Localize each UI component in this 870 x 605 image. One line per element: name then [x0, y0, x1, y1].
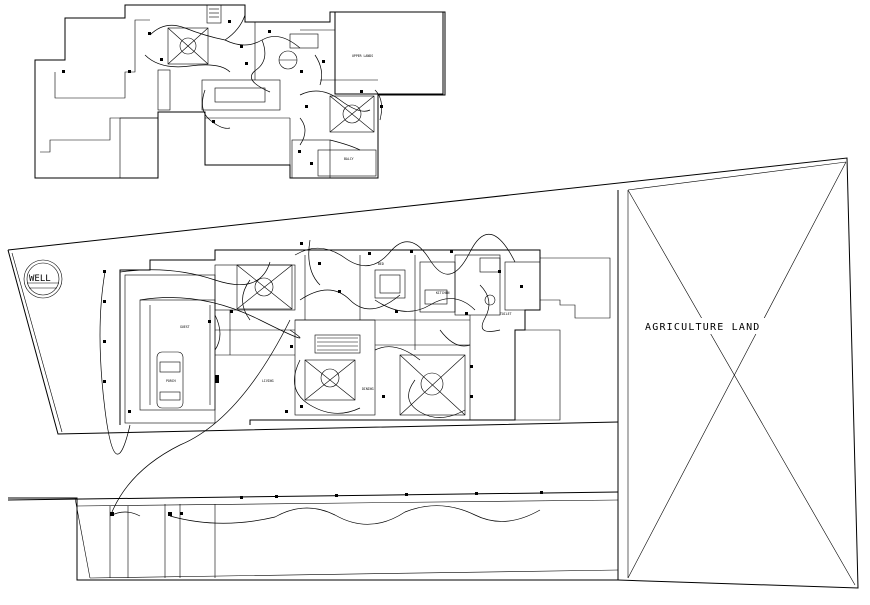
upper-fan-2	[278, 50, 298, 70]
car-porch	[139, 299, 216, 411]
upper-fan-1	[167, 27, 209, 65]
living-label: LIVING	[262, 379, 274, 383]
upper-fan-3	[329, 95, 375, 133]
upper-plan-room-label: UPPER LANDS	[352, 54, 373, 58]
agriculture-land-label: AGRICULTURE LAND	[645, 322, 761, 333]
upper-plan-outline	[34, 4, 446, 179]
toilet-label: TOILET	[500, 312, 512, 316]
agriculture-land-parcel: AGRICULTURE LAND	[617, 161, 856, 586]
dining-label: DINING	[362, 387, 374, 391]
site-switch-points	[103, 242, 543, 516]
site-plan: AGRICULTURE LAND WELL	[7, 157, 859, 589]
upper-plan-balcony-label: BALCY	[344, 157, 354, 161]
porch-label: PORCH	[166, 379, 176, 383]
site-wiring	[99, 234, 541, 578]
guest-label: GUEST	[180, 325, 190, 329]
upper-floor-plan: UPPER LANDS BALCY	[34, 4, 446, 179]
upper-switch-points	[62, 20, 383, 165]
well-label: WELL	[29, 274, 51, 284]
well-symbol: WELL	[23, 259, 63, 299]
upper-plan-left-wall	[54, 19, 150, 99]
bed-label: BED	[378, 262, 384, 266]
upper-plan-big-room	[334, 11, 444, 95]
kitchen-label: KITCHEN	[436, 291, 450, 295]
